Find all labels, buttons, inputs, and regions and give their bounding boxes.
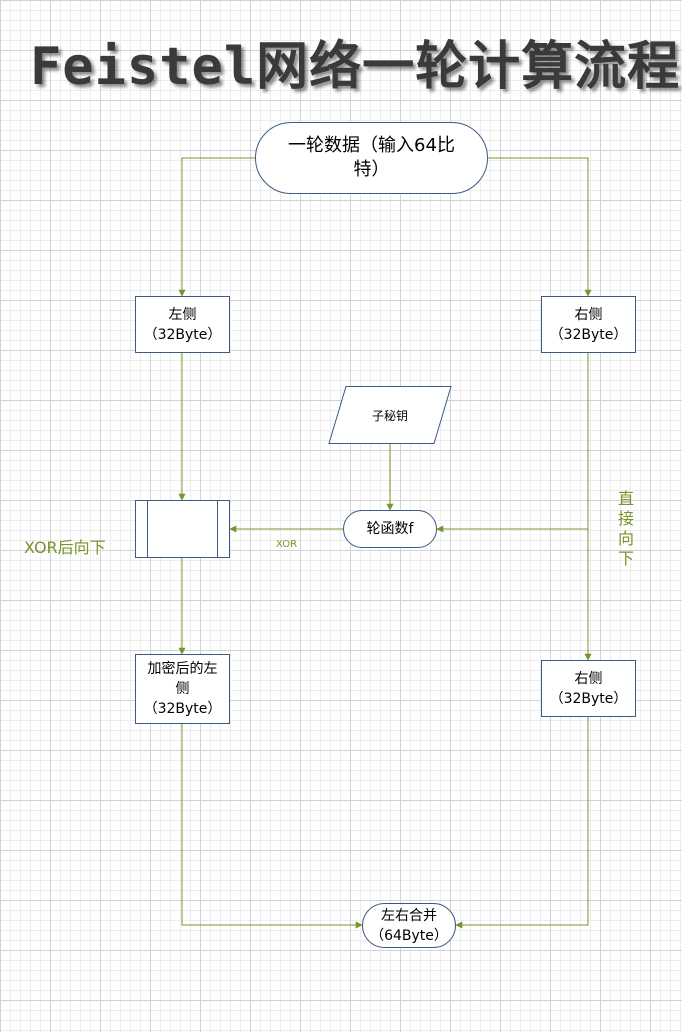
node-encrypted-left-line3: （32Byte）	[143, 701, 222, 717]
node-left-half-line1: 左侧	[168, 306, 197, 323]
node-right-half-line1: 右侧	[574, 306, 603, 323]
node-left-half[interactable]: 左侧 （32Byte）	[135, 296, 230, 353]
subkey-parallelogram	[328, 386, 452, 444]
xor-process-right-bar	[217, 501, 218, 557]
node-start-input[interactable]: 一轮数据（输入64比 特）	[255, 122, 488, 194]
node-merge[interactable]: 左右合并 （64Byte）	[362, 903, 456, 948]
node-subkey[interactable]: 子秘钥	[328, 386, 452, 444]
node-start-line1: 一轮数据（输入64比	[288, 135, 455, 156]
edge-label-xor: XOR	[276, 539, 298, 550]
node-encrypted-left[interactable]: 加密后的左 侧 （32Byte）	[135, 654, 230, 724]
xor-process-left-bar	[147, 501, 148, 557]
node-right-half-output[interactable]: 右侧 （32Byte）	[541, 660, 636, 717]
node-right-half-line2: （32Byte）	[549, 326, 628, 343]
node-round-function[interactable]: 轮函数f	[343, 510, 437, 548]
edge-right-to-merge	[455, 717, 589, 929]
node-merge-line2: （64Byte）	[370, 927, 448, 944]
node-subkey-label: 子秘钥	[371, 408, 408, 423]
node-xor-process[interactable]	[135, 500, 230, 558]
edge-label-direct-down: 直接向下	[618, 489, 635, 568]
node-merge-line1: 左右合并	[381, 907, 437, 924]
edge-enc-left-to-merge	[181, 724, 363, 929]
edge-start-to-right	[488, 157, 592, 297]
node-start-line2: 特）	[353, 159, 390, 180]
node-right-half[interactable]: 右侧 （32Byte）	[541, 296, 636, 353]
node-right-half-output-line2: （32Byte）	[549, 690, 628, 707]
node-left-half-line2: （32Byte）	[143, 326, 222, 343]
node-encrypted-left-line2: 侧	[175, 681, 190, 697]
edge-start-to-left	[178, 157, 255, 297]
node-round-function-label: 轮函数f	[366, 521, 414, 537]
page-title: Feistel网络一轮计算流程	[30, 37, 681, 97]
node-right-half-output-line1: 右侧	[574, 670, 603, 687]
edge-label-xor-then-down: XOR后向下	[24, 538, 106, 557]
node-encrypted-left-line1: 加密后的左	[147, 661, 218, 677]
